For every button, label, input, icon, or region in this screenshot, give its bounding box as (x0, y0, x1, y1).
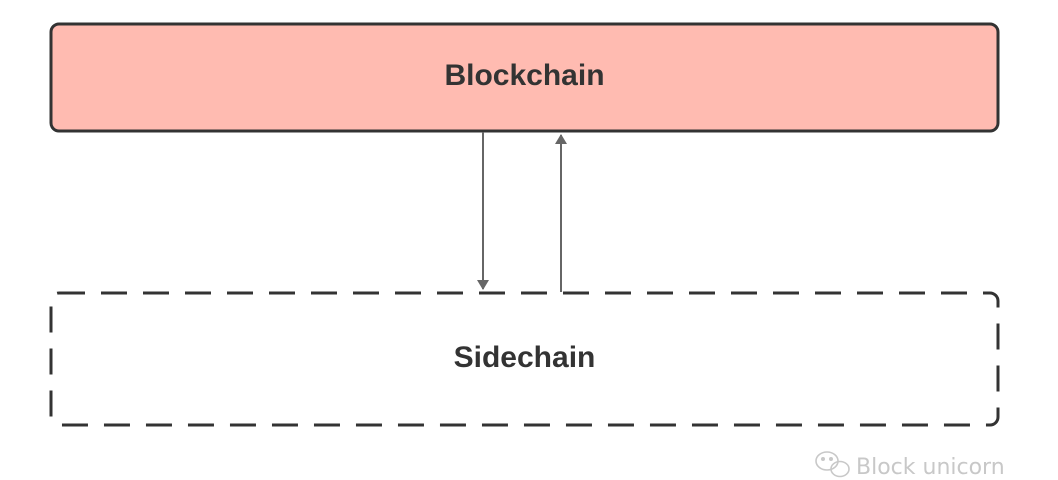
watermark-text: Block unicorn (856, 455, 1005, 480)
watermark: Block unicorn (815, 451, 1005, 480)
wechat-icon (815, 451, 850, 478)
sidechain-node: Sidechain (49, 291, 1000, 427)
blockchain-label: Blockchain (444, 59, 604, 92)
sidechain-label: Sidechain (454, 341, 596, 374)
blockchain-node: Blockchain (49, 22, 1000, 133)
blockchain-box (49, 22, 1000, 133)
sidechain-box (49, 291, 1000, 427)
